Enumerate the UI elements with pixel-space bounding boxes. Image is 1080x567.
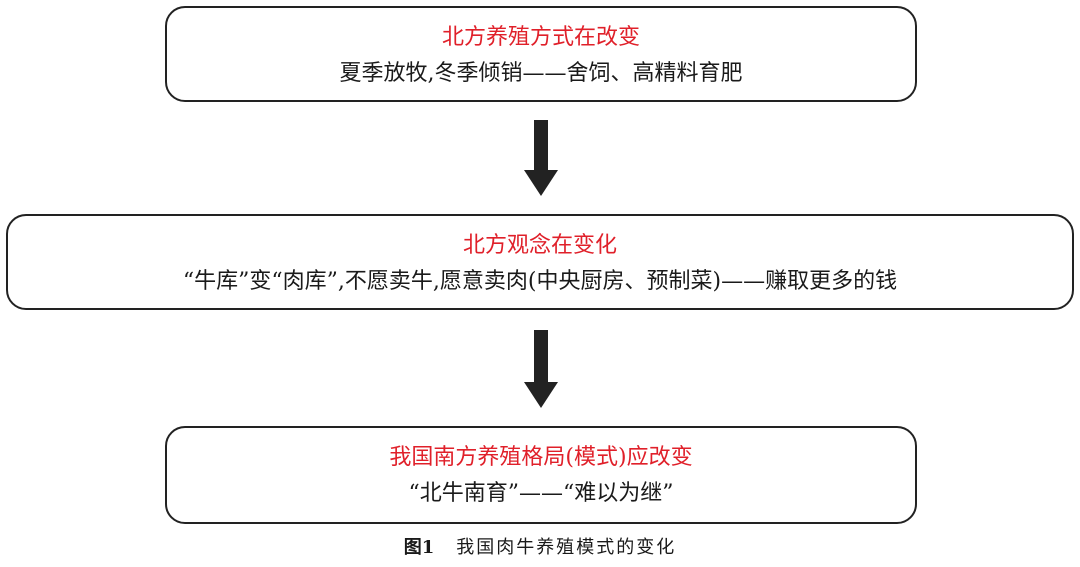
caption-label: 图1 <box>403 537 435 558</box>
box-title: 北方养殖方式在改变 <box>441 25 640 50</box>
arrow-head <box>524 382 558 408</box>
flow-box-northern-farming: 北方养殖方式在改变 夏季放牧,冬季倾销——舍饲、高精料育肥 <box>165 6 917 102</box>
caption-text: 我国肉牛养殖模式的变化 <box>456 537 677 558</box>
arrow-head <box>524 170 558 196</box>
box-body: 夏季放牧,冬季倾销——舍饲、高精料育肥 <box>339 61 743 86</box>
box-title: 我国南方养殖格局(模式)应改变 <box>389 445 693 470</box>
flow-box-southern-pattern: 我国南方养殖格局(模式)应改变 “北牛南育”——“难以为继” <box>165 426 917 524</box>
box-body: “北牛南育”——“难以为继” <box>408 481 674 506</box>
down-arrow-icon <box>524 120 558 196</box>
flow-box-northern-mindset: 北方观念在变化 “牛库”变“肉库”,不愿卖牛,愿意卖肉(中央厨房、预制菜)——赚… <box>6 214 1074 310</box>
box-body: “牛库”变“肉库”,不愿卖牛,愿意卖肉(中央厨房、预制菜)——赚取更多的钱 <box>182 269 898 294</box>
box-title: 北方观念在变化 <box>462 233 617 258</box>
arrow-shaft <box>534 330 548 384</box>
figure-caption: 图1 我国肉牛养殖模式的变化 <box>0 536 1080 560</box>
down-arrow-icon <box>524 330 558 408</box>
arrow-shaft <box>534 120 548 172</box>
